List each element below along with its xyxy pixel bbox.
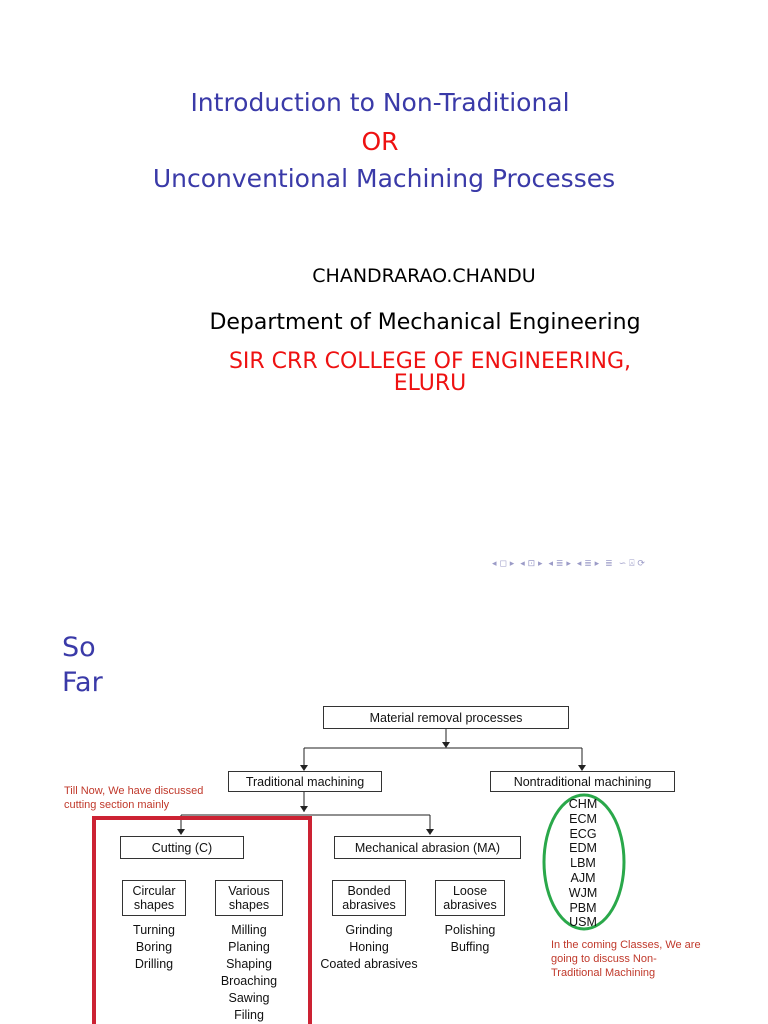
nav-search-back-forward-icon[interactable]: ∽ ⍓ ⟳ — [618, 559, 645, 569]
list-item: Broaching — [220, 974, 278, 988]
author-name: CHANDRARAO.CHANDU — [312, 265, 536, 287]
slide-heading-line-1: So — [62, 632, 96, 663]
list-item: Boring — [135, 940, 173, 954]
annotation-right-line-1: In the coming Classes, We are — [551, 939, 701, 951]
nav-subsection-icon[interactable]: ◂ ⊡ ▸ — [520, 559, 543, 569]
list-various-processes: Milling Planing Shaping Broaching Sawing… — [205, 922, 293, 1024]
box-loose-abrasives: Loose abrasives — [435, 880, 505, 916]
nav-section-icon[interactable]: ◂ ≣ ▸ — [548, 559, 571, 569]
list-item: AJM — [570, 870, 596, 885]
list-item: Grinding — [345, 923, 393, 937]
list-item: Milling — [231, 923, 267, 937]
highlight-ellipse — [542, 793, 626, 931]
slide-heading-line-2: Far — [62, 667, 103, 698]
box-circular-shapes: Circular shapes — [122, 880, 186, 916]
list-circular-processes: Turning Boring Drilling — [112, 922, 196, 973]
box-bonded-abrasives: Bonded abrasives — [332, 880, 406, 916]
list-loose-processes: Polishing Buffing — [428, 922, 512, 956]
department-name: Department of Mechanical Engineering — [209, 310, 641, 335]
list-item: Honing — [349, 940, 389, 954]
list-item: EDM — [569, 841, 597, 856]
box-mechanical-abrasion: Mechanical abrasion (MA) — [334, 836, 521, 859]
box-nontraditional-machining: Nontraditional machining — [490, 771, 675, 792]
list-nontraditional-processes: CHM ECM ECG EDM LBM AJM WJM PBM USM — [552, 797, 614, 930]
nav-appendix-icon[interactable]: ≣ — [605, 559, 613, 569]
list-item: CHM — [568, 797, 598, 811]
list-item: LBM — [570, 856, 596, 871]
list-item: Sawing — [228, 991, 270, 1005]
list-bonded-processes: Grinding Honing Coated abrasives — [310, 922, 428, 973]
annotation-left-line-1: Till Now, We have discussed — [64, 785, 204, 797]
list-item: WJM — [568, 885, 598, 900]
list-item: Polishing — [444, 923, 496, 937]
list-item: Coated abrasives — [320, 957, 418, 971]
annotation-left-line-2: cutting section mainly — [64, 799, 170, 811]
title-or: OR — [361, 127, 399, 156]
nav-frame-icon[interactable]: ◂ ◻ ▸ — [492, 559, 515, 569]
box-cutting: Cutting (C) — [120, 836, 244, 859]
box-traditional-machining: Traditional machining — [228, 771, 382, 792]
box-material-removal: Material removal processes — [323, 706, 569, 729]
title-line-1: Introduction to Non-Traditional — [190, 88, 570, 117]
list-item: Shaping — [226, 957, 272, 971]
list-item: Turning — [133, 923, 175, 937]
highlight-box — [92, 816, 312, 1024]
beamer-navigation-bar: ◂ ◻ ▸ ◂ ⊡ ▸ ◂ ≣ ▸ ◂ ≣ ▸ ≣ ∽ ⍓ ⟳ — [492, 557, 762, 571]
list-item: Filing — [234, 1008, 264, 1022]
list-item: Drilling — [134, 957, 174, 971]
annotation-right-line-2: going to discuss Non- — [551, 953, 657, 965]
list-item: Buffing — [450, 940, 490, 954]
list-item: Planing — [228, 940, 270, 954]
nav-document-icon[interactable]: ◂ ≣ ▸ — [576, 559, 600, 569]
box-various-shapes: Various shapes — [215, 880, 283, 916]
list-item: PBM — [569, 900, 597, 915]
annotation-right: In the coming Classes, We are going to d… — [551, 938, 701, 980]
list-item: ECG — [569, 826, 597, 841]
list-item: USM — [569, 915, 597, 930]
annotation-left: Till Now, We have discussed cutting sect… — [64, 784, 203, 812]
college-name-line-1: SIR CRR COLLEGE OF ENGINEERING, — [228, 349, 632, 374]
college-name-line-2: ELURU — [393, 371, 467, 396]
title-line-2: Unconventional Machining Processes — [152, 164, 616, 193]
annotation-right-line-3: Traditional Machining — [551, 967, 656, 979]
list-item: ECM — [569, 811, 597, 826]
